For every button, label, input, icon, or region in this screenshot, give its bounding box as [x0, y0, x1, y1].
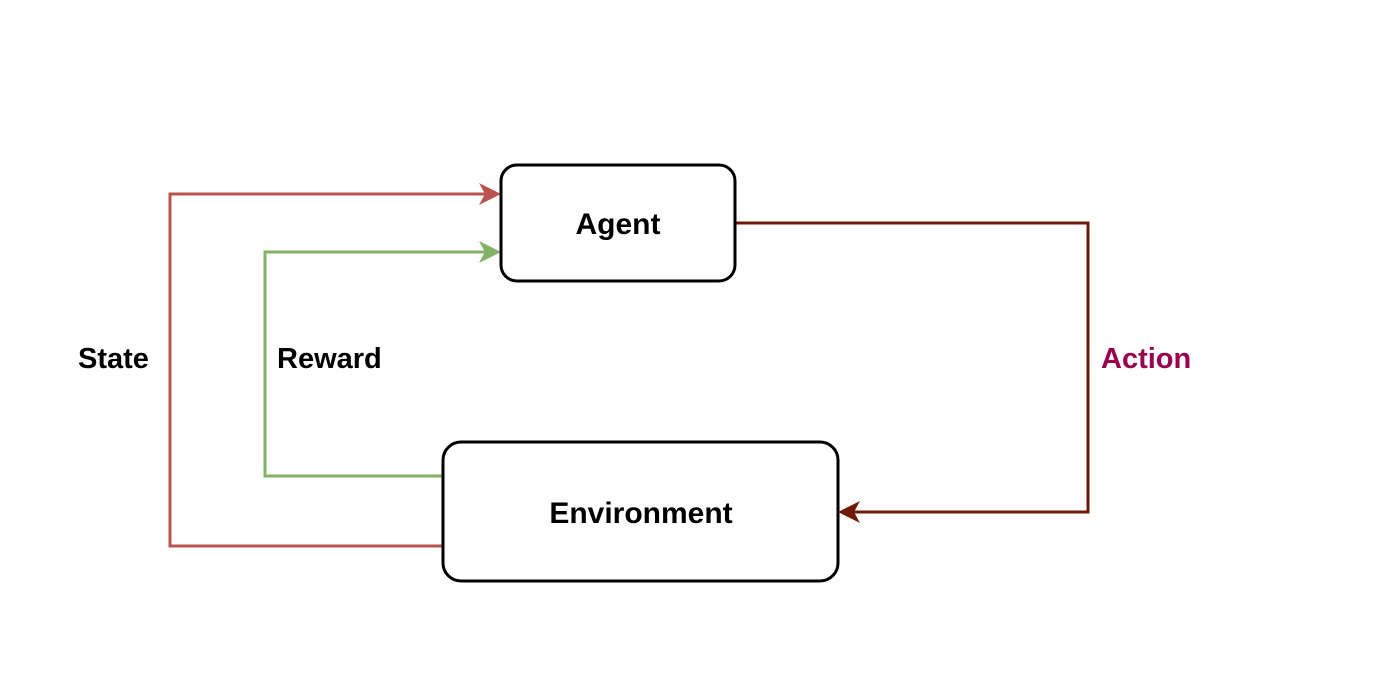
environment-node: Environment	[441, 440, 840, 583]
reward-edge-arrowhead	[479, 241, 501, 263]
agent-node: Agent	[499, 163, 737, 283]
state-edge-arrowhead	[479, 183, 501, 205]
environment-label: Environment	[549, 497, 732, 530]
action-edge-line	[735, 221, 1090, 514]
action-edge-arrowhead	[838, 501, 860, 523]
agent-box	[499, 163, 737, 283]
state-label: State	[78, 343, 149, 375]
agent-label: Agent	[576, 208, 661, 241]
state-edge	[168, 183, 501, 548]
environment-box	[441, 440, 840, 583]
action-edge	[735, 221, 1090, 523]
action-label: Action	[1101, 343, 1191, 375]
reward-label: Reward	[277, 343, 382, 375]
reward-edge-line	[263, 250, 486, 478]
state-edge-line	[168, 192, 486, 548]
reward-edge	[263, 241, 501, 478]
